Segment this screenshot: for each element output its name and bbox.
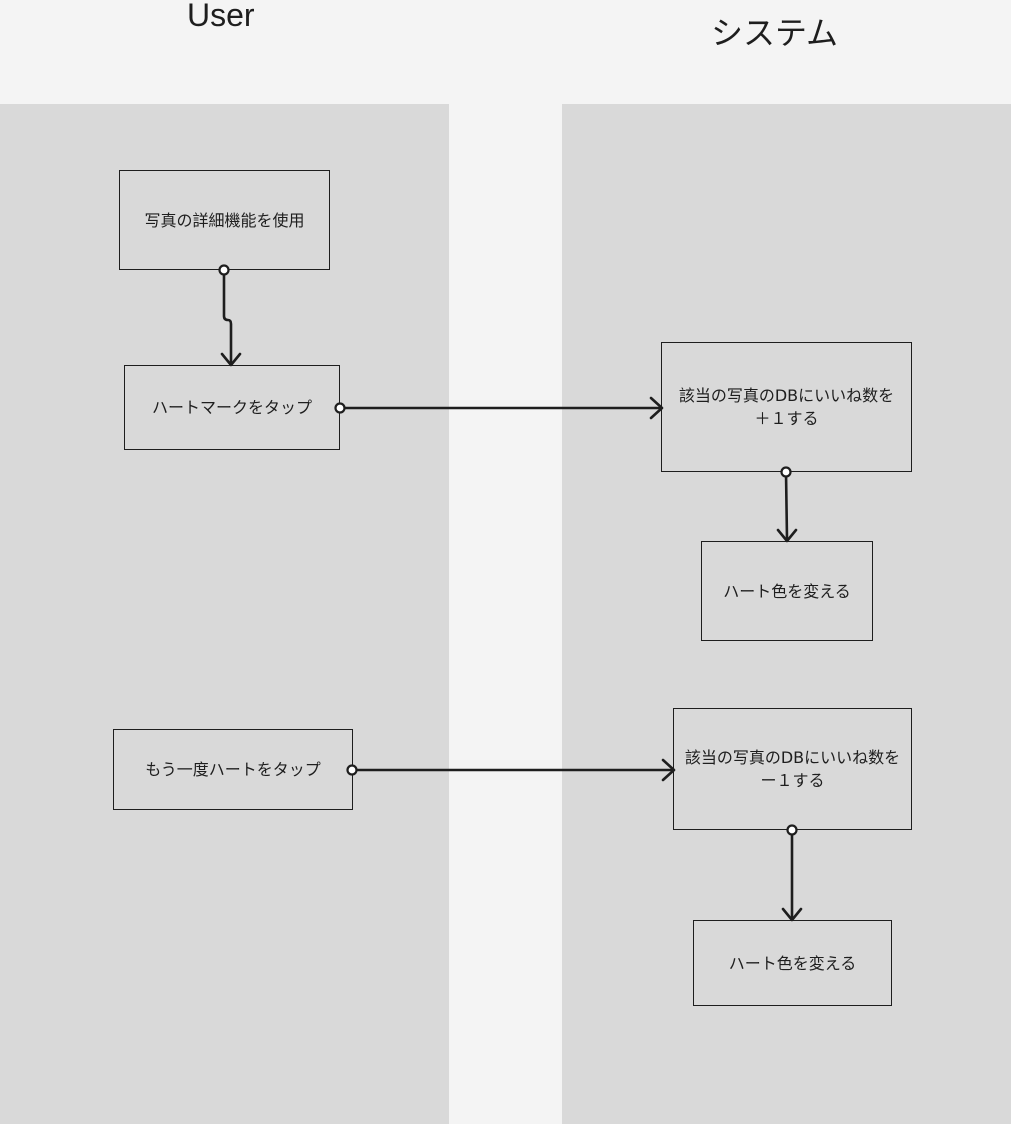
use-photo-detail-node[interactable]: 写真の詳細機能を使用 (119, 170, 330, 270)
user-lane-title: User (187, 0, 255, 33)
tap-heart-again-node[interactable]: もう一度ハートをタップ (113, 729, 353, 810)
change-color-node-2[interactable]: ハート色を変える (693, 920, 892, 1006)
increment-likes-node[interactable]: 該当の写真のDBにいいね数を＋１する (661, 342, 912, 472)
system-lane-title: システム (711, 15, 839, 51)
system-lane (562, 104, 1011, 1124)
change-color-node-1[interactable]: ハート色を変える (701, 541, 873, 641)
tap-heart-node[interactable]: ハートマークをタップ (124, 365, 340, 450)
decrement-likes-node[interactable]: 該当の写真のDBにいいね数をー１する (673, 708, 912, 830)
